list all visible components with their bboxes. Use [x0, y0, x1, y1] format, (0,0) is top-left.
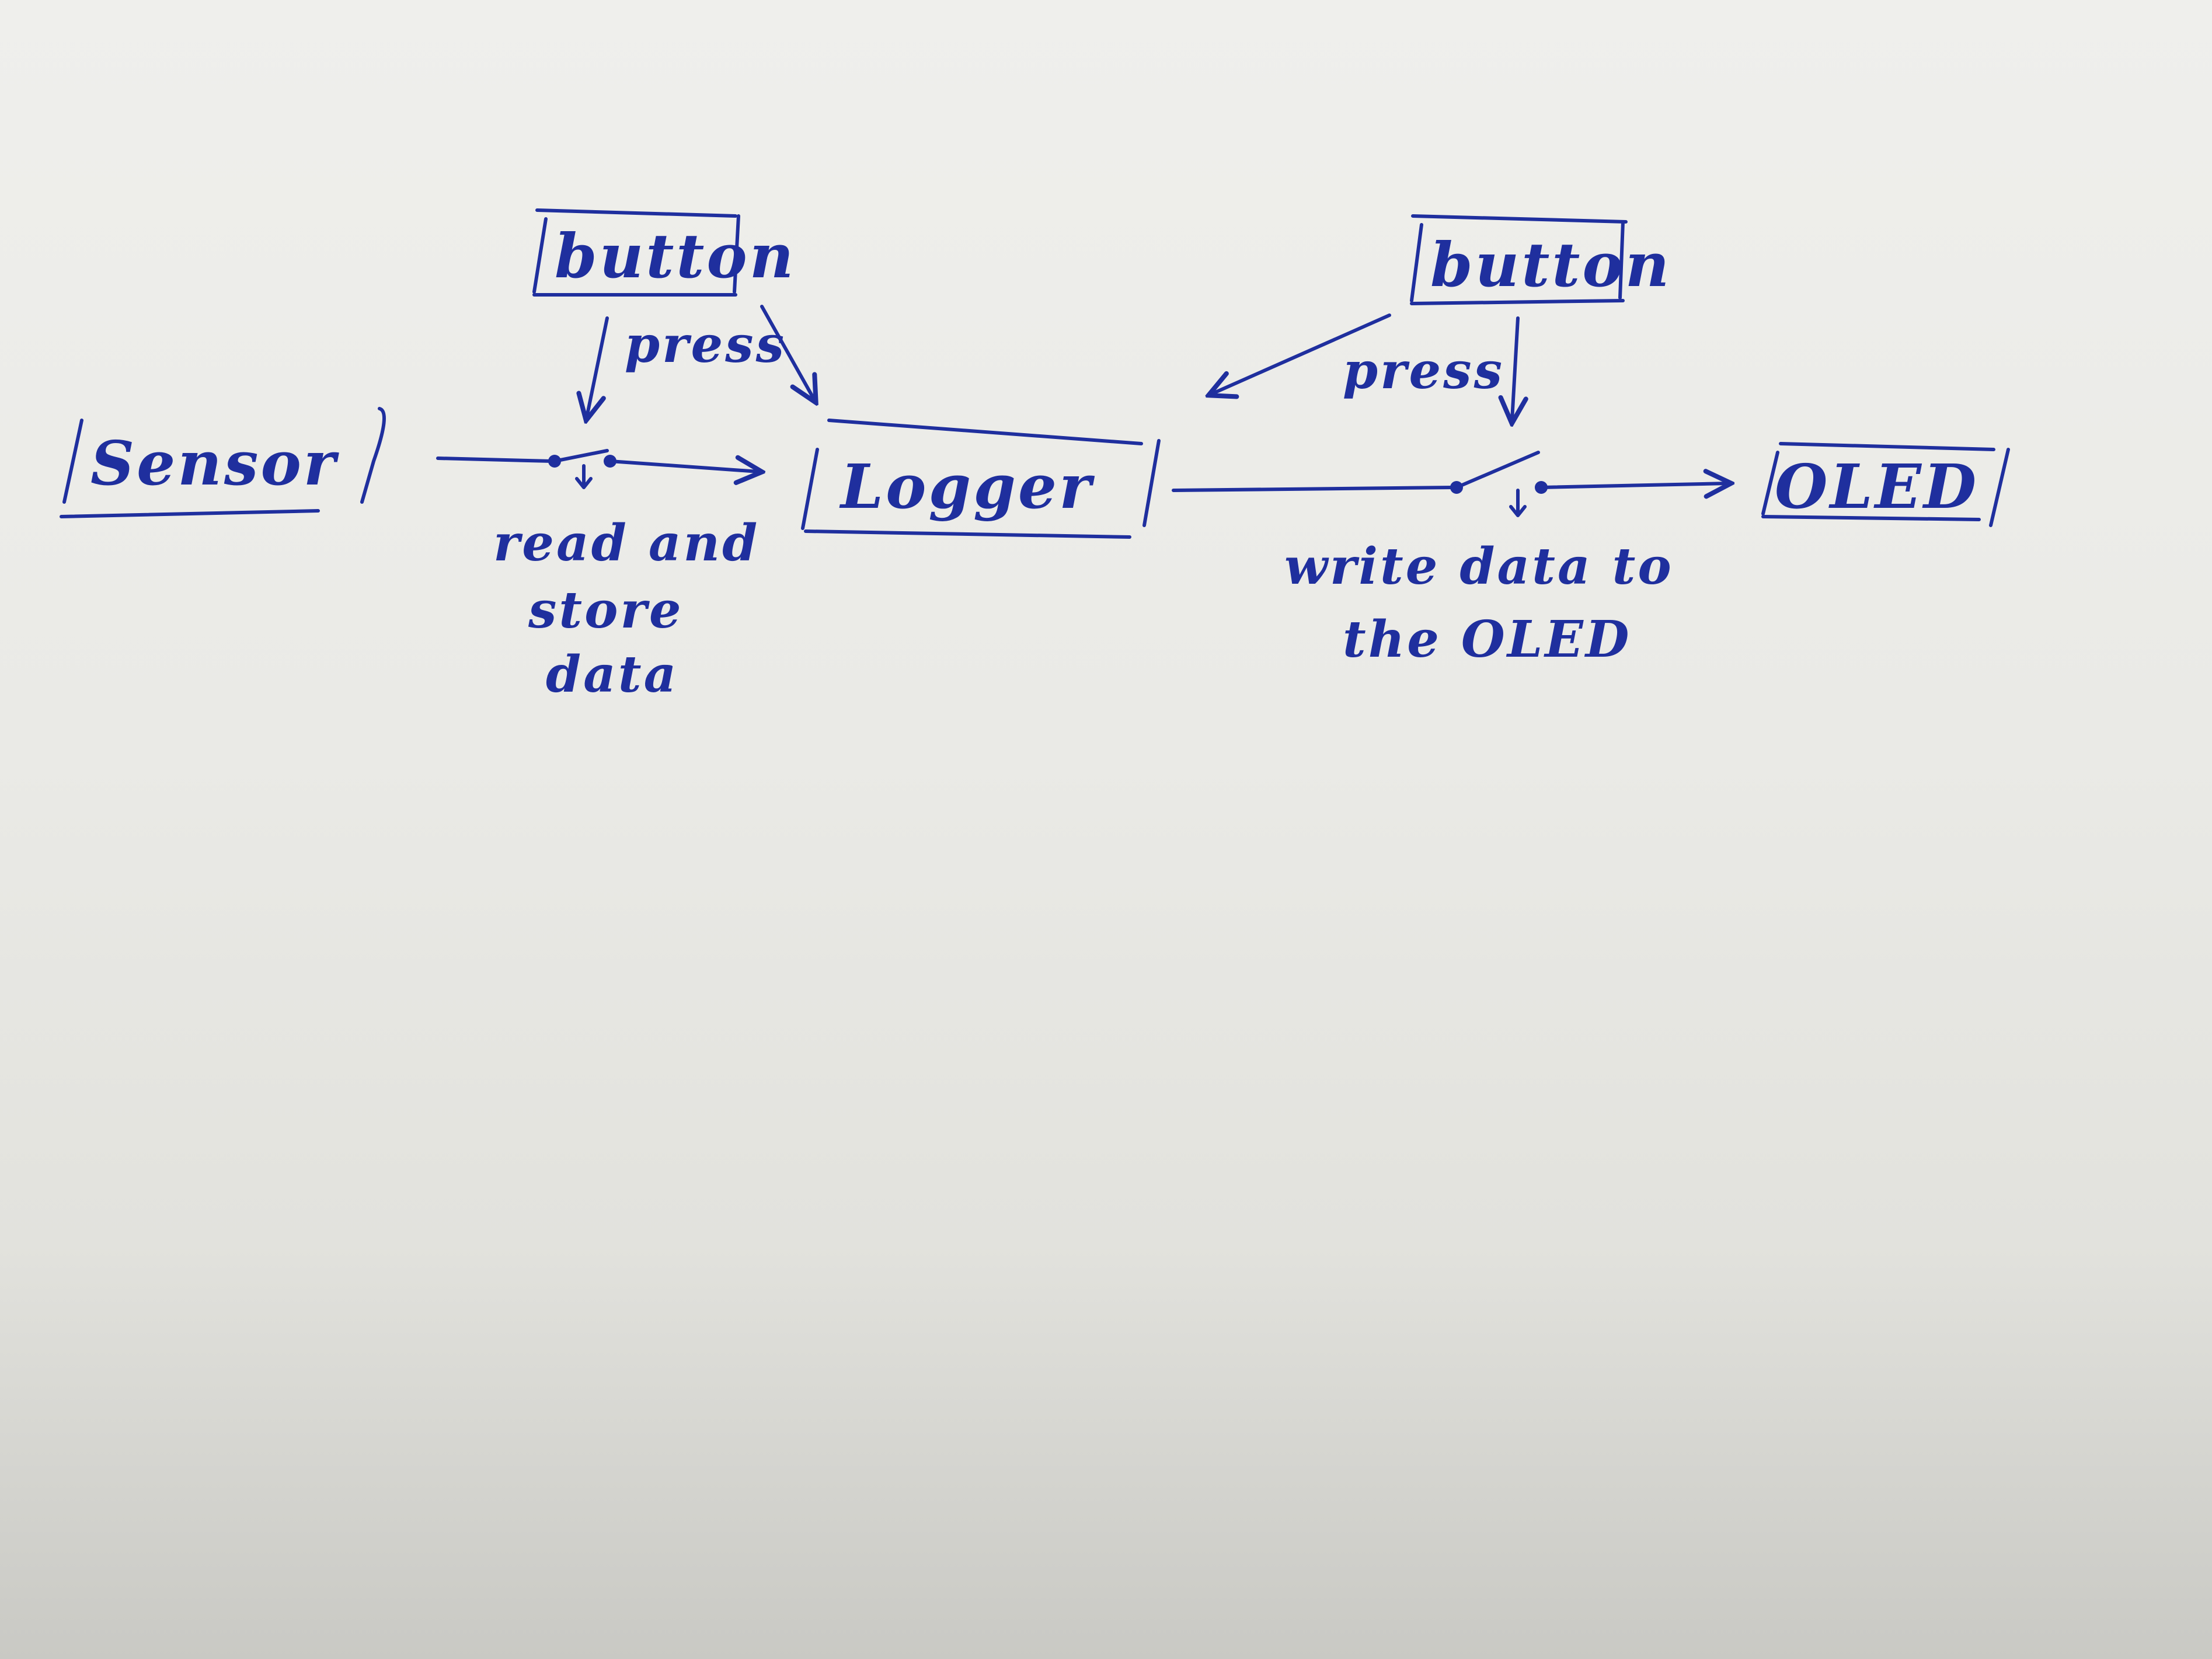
note-write-oled-line1: write data to — [1284, 537, 1674, 596]
node-logger: Logger — [801, 419, 1161, 539]
note-read-store-line1: read and — [493, 514, 760, 573]
node-button-left-label: button — [555, 220, 796, 292]
edge-sensor-to-logger — [436, 449, 759, 489]
note-read-store: read and store data — [493, 514, 760, 704]
press-right-label: press — [1343, 341, 1504, 400]
note-write-oled-line2: the OLED — [1343, 610, 1631, 669]
edge-logger-to-oled — [1172, 451, 1728, 517]
note-read-store-line3: data — [546, 645, 678, 704]
note-read-store-line2: store — [528, 581, 684, 640]
node-button-right: button — [1410, 214, 1671, 305]
edge-button-left-press: press — [587, 315, 786, 417]
edge-button-right-press: press — [1343, 316, 1518, 420]
note-write-oled: write data to the OLED — [1284, 537, 1674, 669]
node-sensor: Sensor — [60, 407, 386, 518]
node-logger-label: Logger — [839, 451, 1095, 522]
node-button-left: button — [532, 208, 796, 297]
node-oled: OLED — [1761, 442, 2010, 527]
edge-button-left-to-logger — [760, 305, 814, 400]
edge-button-right-to-logger — [1211, 313, 1391, 394]
press-left-label: press — [625, 315, 786, 374]
node-oled-label: OLED — [1775, 451, 1978, 522]
node-sensor-label: Sensor — [90, 427, 340, 499]
node-button-right-label: button — [1430, 229, 1671, 301]
